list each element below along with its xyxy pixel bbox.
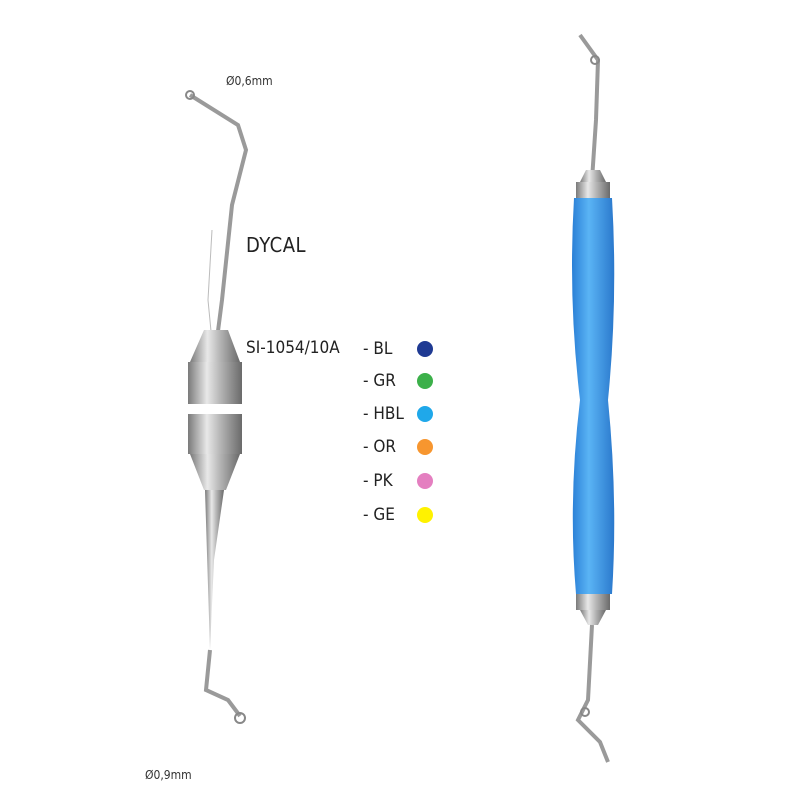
product-name: DYCAL	[246, 233, 307, 257]
colored-handle-instrument	[572, 33, 615, 763]
variant-label: - HBL	[363, 404, 404, 424]
color-swatch	[417, 406, 433, 422]
top-tip-diameter: Ø0,6mm	[226, 74, 273, 88]
variant-ge: - GE	[363, 505, 433, 525]
variant-pk: - PK	[363, 471, 433, 491]
variant-label: - OR	[363, 437, 397, 457]
variant-bl: - BL	[363, 339, 433, 359]
color-swatch	[417, 507, 433, 523]
variant-label: - BL	[363, 339, 393, 359]
color-swatch	[417, 341, 433, 357]
product-code: SI-1054/10A	[246, 338, 340, 358]
steel-instrument	[185, 90, 249, 724]
bottom-tip-diameter: Ø0,9mm	[145, 768, 192, 782]
variant-gr: - GR	[363, 371, 433, 391]
variant-label: - GR	[363, 371, 396, 391]
handle	[572, 198, 615, 594]
variant-label: - GE	[363, 505, 395, 525]
color-swatch	[417, 373, 433, 389]
variant-label: - PK	[363, 471, 393, 491]
color-swatch	[417, 473, 433, 489]
color-swatch	[417, 439, 433, 455]
variant-hbl: - HBL	[363, 404, 433, 424]
variant-or: - OR	[363, 437, 433, 457]
